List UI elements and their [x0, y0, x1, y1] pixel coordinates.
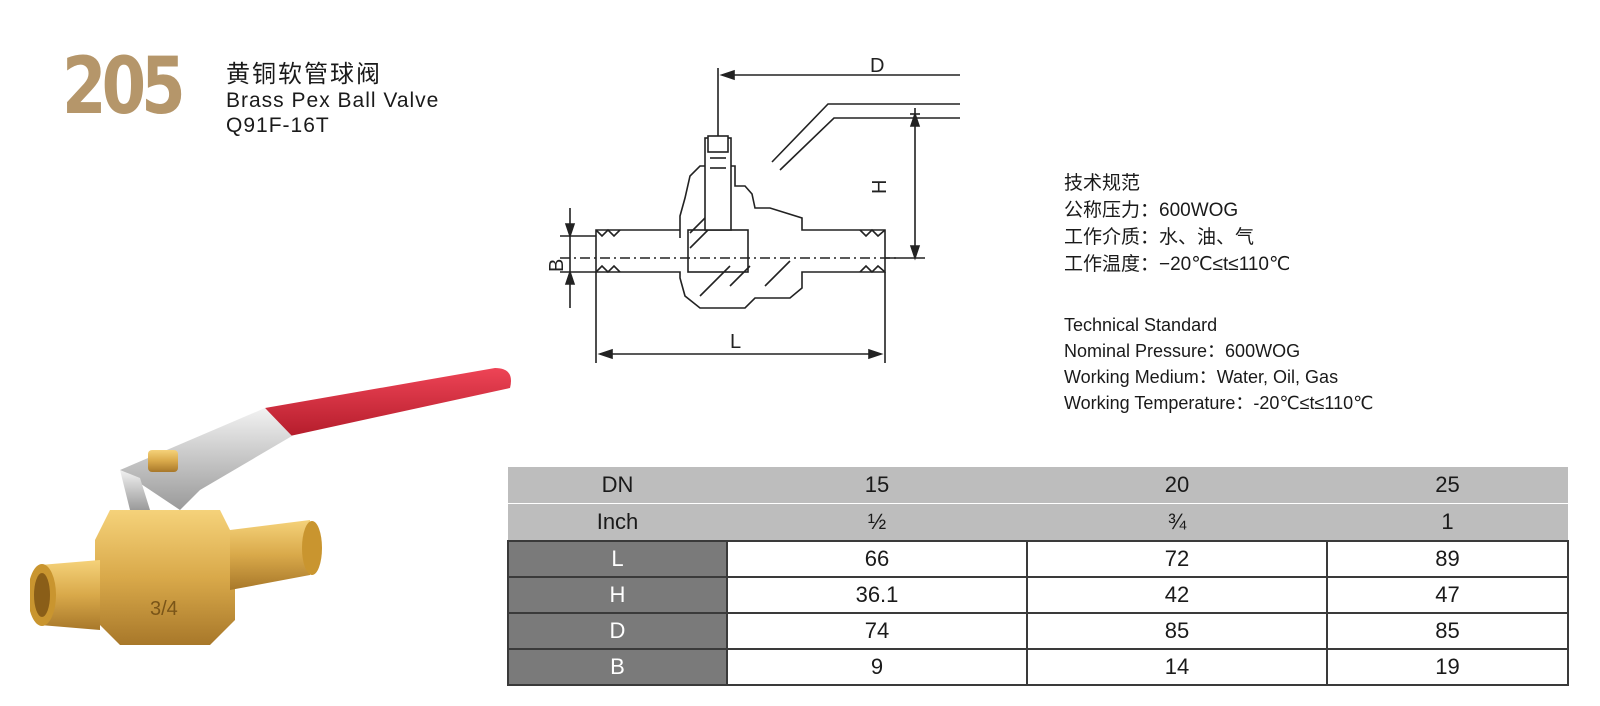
spec-cn-pressure: 公称压力：600WOG	[1064, 200, 1239, 221]
table-header-cell: 1	[1327, 503, 1568, 541]
dimension-label-d: D	[870, 58, 884, 77]
dimension-label-l: L	[730, 331, 741, 353]
dimension-table: DN 15 20 25 Inch ½ ¾ 1 L 66 72 89 H 36.1…	[507, 467, 1569, 686]
technical-spec-en: Technical Standard Nominal Pressure：600W…	[1064, 312, 1373, 416]
spec-cn-heading: 技术规范	[1064, 173, 1141, 194]
table-cell: 85	[1026, 612, 1328, 650]
product-title-en: Brass Pex Ball Valve	[226, 89, 440, 112]
table-header-label: DN	[508, 467, 727, 504]
table-cell: 47	[1326, 576, 1569, 614]
table-row-label: B	[507, 648, 728, 686]
table-row: D 74 85 85	[507, 612, 1569, 650]
table-header-cell: 15	[727, 467, 1027, 504]
product-number: 205	[62, 42, 186, 132]
technical-drawing: D H B L	[546, 58, 960, 363]
spec-en-medium: Working Medium：Water, Oil, Gas	[1064, 367, 1339, 387]
table-header-cell: 20	[1027, 467, 1327, 504]
table-cell: 14	[1026, 648, 1328, 686]
spec-cn-temperature: 工作温度：−20℃≤t≤110℃	[1064, 254, 1291, 275]
table-header-cell: ½	[727, 503, 1027, 541]
dimension-label-b: B	[546, 259, 568, 272]
dimension-label-h: H	[869, 180, 891, 194]
table-header-cell: ¾	[1027, 503, 1327, 541]
table-row: H 36.1 42 47	[507, 576, 1569, 614]
table-row-label: H	[507, 576, 728, 614]
table-cell: 85	[1326, 612, 1569, 650]
technical-spec-cn: 技术规范 公称压力：600WOG 工作介质：水、油、气 工作温度：−20℃≤t≤…	[1064, 170, 1290, 278]
product-model-code: Q91F-16T	[226, 114, 330, 137]
spec-en-temperature: Working Temperature：-20℃≤t≤110℃	[1064, 393, 1374, 413]
table-cell: 74	[726, 612, 1028, 650]
table-cell: 42	[1026, 576, 1328, 614]
spec-en-pressure: Nominal Pressure：600WOG	[1064, 341, 1301, 361]
table-cell: 19	[1326, 648, 1569, 686]
table-header-row-inch: Inch ½ ¾ 1	[508, 503, 1568, 541]
table-row-label: D	[507, 612, 728, 650]
table-cell: 72	[1026, 540, 1328, 578]
table-header-row-dn: DN 15 20 25	[508, 467, 1568, 504]
spec-en-heading: Technical Standard	[1064, 315, 1218, 335]
table-row: L 66 72 89	[507, 540, 1569, 578]
table-header-cell: 25	[1327, 467, 1568, 504]
spec-cn-medium: 工作介质：水、油、气	[1064, 227, 1255, 248]
photo-size-marking: 3/4	[150, 598, 178, 620]
table-cell: 36.1	[726, 576, 1028, 614]
table-row: B 9 14 19	[507, 648, 1569, 686]
table-cell: 9	[726, 648, 1028, 686]
product-photo: 3/4	[30, 368, 511, 645]
table-cell: 89	[1326, 540, 1569, 578]
table-cell: 66	[726, 540, 1028, 578]
product-title-cn: 黄铜软管球阀	[226, 61, 382, 88]
table-row-label: L	[507, 540, 728, 578]
table-header-label: Inch	[508, 503, 727, 541]
